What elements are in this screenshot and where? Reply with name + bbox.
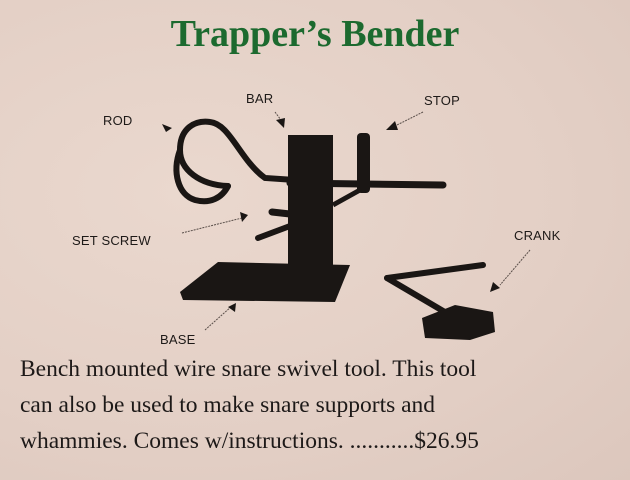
description-line: can also be used to make snare supports … — [20, 392, 436, 418]
set-screw — [255, 223, 293, 241]
description-line-price: whammies. Comes w/instructions. ........… — [20, 428, 479, 454]
rod — [176, 118, 298, 189]
product-title: Trapper’s Bender — [170, 13, 460, 55]
stop — [357, 133, 370, 193]
base-arrow — [228, 303, 236, 312]
label-rod: ROD — [103, 113, 133, 128]
label-crank: CRANK — [514, 228, 561, 243]
crank-handle — [422, 305, 495, 340]
crank — [384, 262, 486, 281]
bar-arrow — [276, 118, 285, 128]
crank-arrow — [490, 282, 500, 292]
stop-arrow — [386, 121, 398, 130]
label-set-screw: SET SCREW — [72, 233, 151, 248]
product-description: Bench mounted wire snare swivel tool. Th… — [20, 351, 630, 459]
label-stop: STOP — [424, 93, 460, 108]
description-line: Bench mounted wire snare swivel tool. Th… — [20, 356, 477, 382]
set-screw-arrow — [240, 212, 248, 222]
rod-arrow — [162, 124, 172, 132]
base — [180, 262, 350, 302]
label-bar: BAR — [246, 91, 274, 106]
label-base: BASE — [160, 332, 196, 347]
rod-hook — [173, 147, 231, 205]
